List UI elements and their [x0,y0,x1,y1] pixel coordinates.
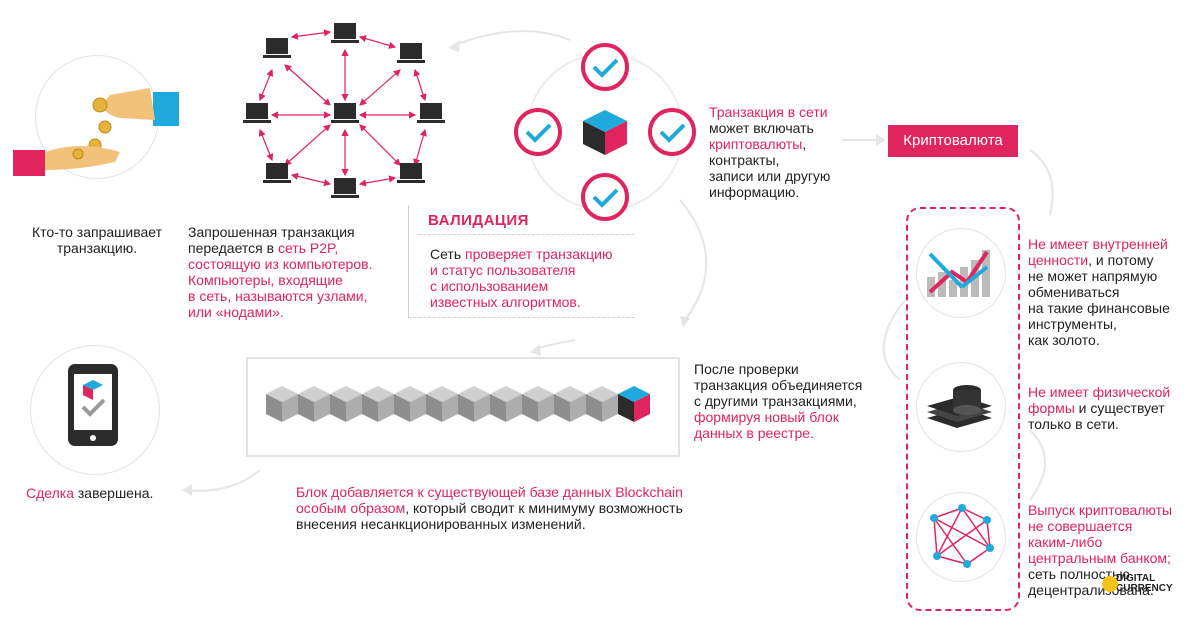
validation-line2: и статус пользователя [430,262,576,278]
block-cube [330,386,362,422]
step2-line2b: сеть P2P, [277,240,339,256]
flow-arc [184,469,261,492]
prop1-line1: Не имеет внутренней [1028,236,1168,252]
logo-line1: DIGITAL [1116,573,1156,584]
coins-stack-icon [927,385,992,428]
prop3-line4: центральным банком; [1028,550,1171,566]
block-cube [394,386,426,422]
flow-arc [454,30,571,46]
prop1-line2b: , и потому [1088,252,1154,268]
step5-line2a: особым образом [296,500,406,516]
block-cube [458,386,490,422]
flow-arc [1029,429,1046,501]
step1-text-line1: Кто-то запрашивает [32,224,162,240]
step2-line5: в сеть, называются узлами, [188,288,368,304]
step3-line4: контракты, [709,152,780,168]
prop3-line1: Выпуск криптовалюты [1028,502,1173,518]
flow-arc [1029,149,1054,216]
prop1-line7: как золото. [1028,332,1100,348]
validation-line1b: проверяет транзакцию [465,246,613,262]
new-block-cube [618,386,650,422]
cube-icon [583,110,627,155]
prop1-line5: на такие финансовые [1028,300,1170,316]
step6-a: Сделка [26,485,74,501]
step4-line2: транзакция объединяется [694,377,863,393]
step2-line1: Запрошенная транзакция [188,224,355,240]
prop1-line3: не может напрямую [1028,268,1158,284]
prop1-line6: инструменты, [1028,316,1117,332]
properties-box [906,207,1020,611]
blockchain-cubes [266,386,650,422]
prop1-line2a: ценности [1028,252,1089,268]
block-cube [298,386,330,422]
flow-arc [882,299,906,381]
block-cube [426,386,458,422]
step4-line3: с другими транзакциями, [694,393,857,409]
logo-coin-icon [1102,576,1118,592]
logo-line2: CURRENCY [1116,583,1173,594]
step4-line1: После проверки [694,361,799,377]
flow-arc [679,199,708,321]
step3-line6: информацию. [709,184,800,200]
block-cube [362,386,394,422]
prop2-line1: Не имеет физической [1028,384,1171,400]
step3-line3b: , [802,136,807,152]
prop3-line6: децентрализована. [1028,582,1154,598]
step3-line3a: криптовалюты [709,136,803,152]
step5-line3: внесения несанкционированных изменений. [296,516,586,532]
step2-line2a: передается в [188,240,278,256]
block-cube [586,386,618,422]
flow-arc [534,339,576,351]
step2-line3: состоящую из компьютеров. [188,256,373,272]
validation-line4: известных алгоритмов. [430,294,581,310]
block-cube [554,386,586,422]
validation-line3: с использованием [430,278,549,294]
validation-line1a: Сеть [430,246,466,262]
prop2-line2b: и существует [1074,400,1165,416]
validation-box [408,205,635,318]
step2-line6: или «нодами». [188,304,284,320]
p2p-network-diagram [243,23,445,198]
block-cube [266,386,298,422]
blockchain-frame [246,357,680,457]
smartphone-icon [68,364,118,446]
hands-coins-icon [13,88,179,176]
step5-line2b: , который сводит к минимуму возможность [405,500,683,516]
step2-line4: Компьютеры, входящие [188,272,343,288]
prop3-line3: каким-либо [1028,534,1103,550]
block-cube [522,386,554,422]
step1-text-line2: транзакцию. [56,240,138,256]
prop1-line4: обмениваться [1028,284,1120,300]
digital-currency-logo: DIGITAL CURRENCY [1104,574,1173,594]
step4-line4: формируя новый блок [694,409,839,425]
network-nodes-icon [930,504,994,568]
prop2-line2a: формы [1028,400,1075,416]
step4-line5: данных в реестре. [694,425,814,441]
validation-title: ВАЛИДАЦИЯ [428,212,529,229]
laptop-icon [263,38,291,58]
step3-line1: Транзакция в сети [709,104,828,120]
step5-line1: Блок добавляется к существующей базе дан… [296,484,683,500]
block-cube [490,386,522,422]
prop2-line3: только в сети. [1028,416,1119,432]
step3-line5: записи или другую [709,168,831,184]
validation-diagram [514,43,696,221]
step6-b: завершена. [74,485,154,501]
step3-line2: может включать [709,120,814,136]
divider [418,234,634,236]
prop3-line2: не совершается [1028,518,1133,534]
crypto-label: Криптовалюта [888,125,1018,157]
chart-arrows-icon [927,250,990,297]
check-icon [581,43,629,91]
